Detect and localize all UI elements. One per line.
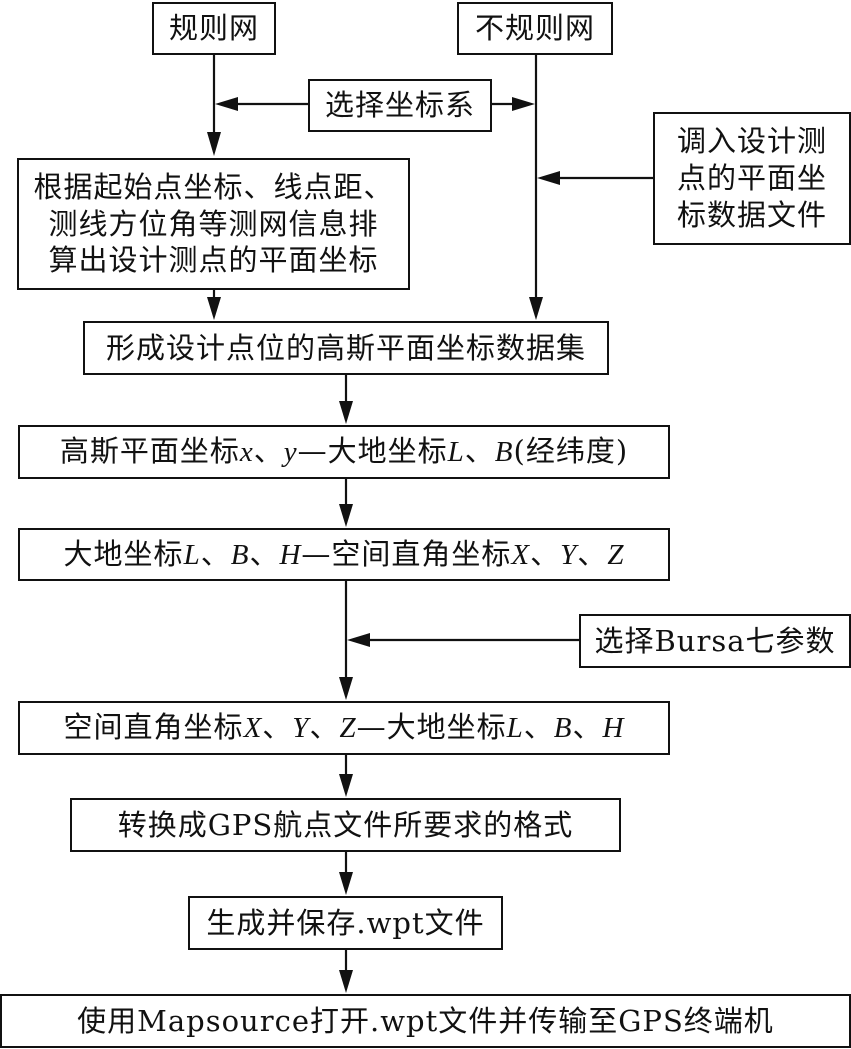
- separator: 、: [577, 536, 608, 571]
- variable-Y: Y: [560, 538, 578, 571]
- arrowhead-right-icon: [512, 97, 535, 111]
- node-label: 选择坐标系: [324, 88, 475, 123]
- separator: 、: [309, 710, 340, 745]
- node-label: 高斯平面坐标x、y—大地坐标L、B(经纬度): [60, 434, 628, 469]
- separator: 、: [572, 710, 603, 745]
- node-label: 形成设计点位的高斯平面坐标数据集: [105, 330, 586, 365]
- arrowhead-down-icon: [339, 401, 353, 424]
- variable-Z: Z: [339, 712, 357, 745]
- variable-B: B: [553, 712, 573, 745]
- node-select-coord-system: 选择坐标系: [308, 79, 492, 132]
- variable-H: H: [602, 712, 625, 745]
- node-convert-gps-format: 转换成GPS航点文件所要求的格式: [70, 798, 621, 852]
- label-text: 大地坐标: [63, 536, 184, 571]
- variable-L: L: [183, 538, 201, 571]
- node-select-bursa: 选择Bursa七参数: [579, 614, 851, 668]
- node-label: 根据起始点坐标、线点距、 测线方位角等测网信息排 算出设计测点的平面坐标: [33, 169, 394, 278]
- node-label: 使用Mapsource打开.wpt文件并传输至GPS终端机: [77, 1003, 774, 1038]
- variable-X: X: [511, 538, 531, 571]
- separator: 、: [262, 710, 293, 745]
- node-label: 规则网: [168, 11, 259, 46]
- node-xyz-to-geodetic: 空间直角坐标X、Y、Z—大地坐标L、B、H: [18, 701, 670, 755]
- node-label: 生成并保存.wpt文件: [206, 905, 485, 940]
- arrowhead-down-icon: [207, 297, 221, 320]
- variable-X: X: [243, 712, 263, 745]
- separator: 、: [253, 434, 284, 469]
- node-gauss-to-geodetic: 高斯平面坐标x、y—大地坐标L、B(经纬度): [18, 425, 670, 479]
- variable-B: B: [230, 538, 250, 571]
- node-irregular-grid: 不规则网: [457, 2, 613, 55]
- label-text: (经纬度): [513, 434, 629, 469]
- separator: 、: [530, 536, 561, 571]
- label-text: —大地坐标: [356, 710, 507, 745]
- node-transfer-to-gps: 使用Mapsource打开.wpt文件并传输至GPS终端机: [0, 994, 851, 1048]
- arrowhead-down-icon: [339, 504, 353, 527]
- variable-H: H: [279, 538, 302, 571]
- node-label: 转换成GPS航点文件所要求的格式: [117, 807, 574, 842]
- arrowhead-down-icon: [339, 872, 353, 895]
- arrowhead-down-icon: [529, 297, 543, 320]
- separator: 、: [200, 536, 231, 571]
- separator: 、: [249, 536, 280, 571]
- node-label: 空间直角坐标X、Y、Z—大地坐标L、B、H: [64, 710, 625, 745]
- separator: 、: [523, 710, 554, 745]
- label-text: 空间直角坐标: [63, 710, 244, 745]
- label-text: —空间直角坐标: [301, 536, 512, 571]
- node-geodetic-to-xyz: 大地坐标L、B、H—空间直角坐标X、Y、Z: [18, 528, 670, 581]
- node-regular-grid: 规则网: [152, 2, 276, 55]
- node-import-design-points: 调入设计测 点的平面坐 标数据文件: [653, 112, 851, 245]
- node-label: 大地坐标L、B、H—空间直角坐标X、Y、Z: [64, 537, 625, 572]
- separator: 、: [464, 434, 495, 469]
- label-text: —大地坐标: [297, 434, 448, 469]
- variable-y: y: [283, 436, 298, 469]
- arrowhead-left-icon: [537, 171, 560, 185]
- node-save-wpt: 生成并保存.wpt文件: [188, 896, 503, 950]
- node-label: 调入设计测 点的平面坐 标数据文件: [676, 124, 827, 232]
- variable-B: B: [494, 436, 514, 469]
- arrowhead-left-icon: [215, 97, 238, 111]
- node-calc-plane-coords: 根据起始点坐标、线点距、 测线方位角等测网信息排 算出设计测点的平面坐标: [17, 158, 410, 290]
- node-label: 不规则网: [474, 11, 595, 46]
- variable-Y: Y: [292, 712, 310, 745]
- variable-Z: Z: [607, 538, 625, 571]
- variable-L: L: [447, 436, 465, 469]
- variable-L: L: [506, 712, 524, 745]
- node-label: 选择Bursa七参数: [594, 623, 836, 658]
- label-text: 高斯平面坐标: [59, 434, 240, 469]
- arrowhead-down-icon: [339, 970, 353, 993]
- arrowhead-down-icon: [339, 774, 353, 797]
- node-form-dataset: 形成设计点位的高斯平面坐标数据集: [83, 321, 609, 375]
- arrowhead-left-icon: [347, 633, 370, 647]
- arrowhead-down-icon: [207, 132, 221, 156]
- variable-x: x: [239, 436, 254, 469]
- arrowhead-down-icon: [339, 677, 353, 700]
